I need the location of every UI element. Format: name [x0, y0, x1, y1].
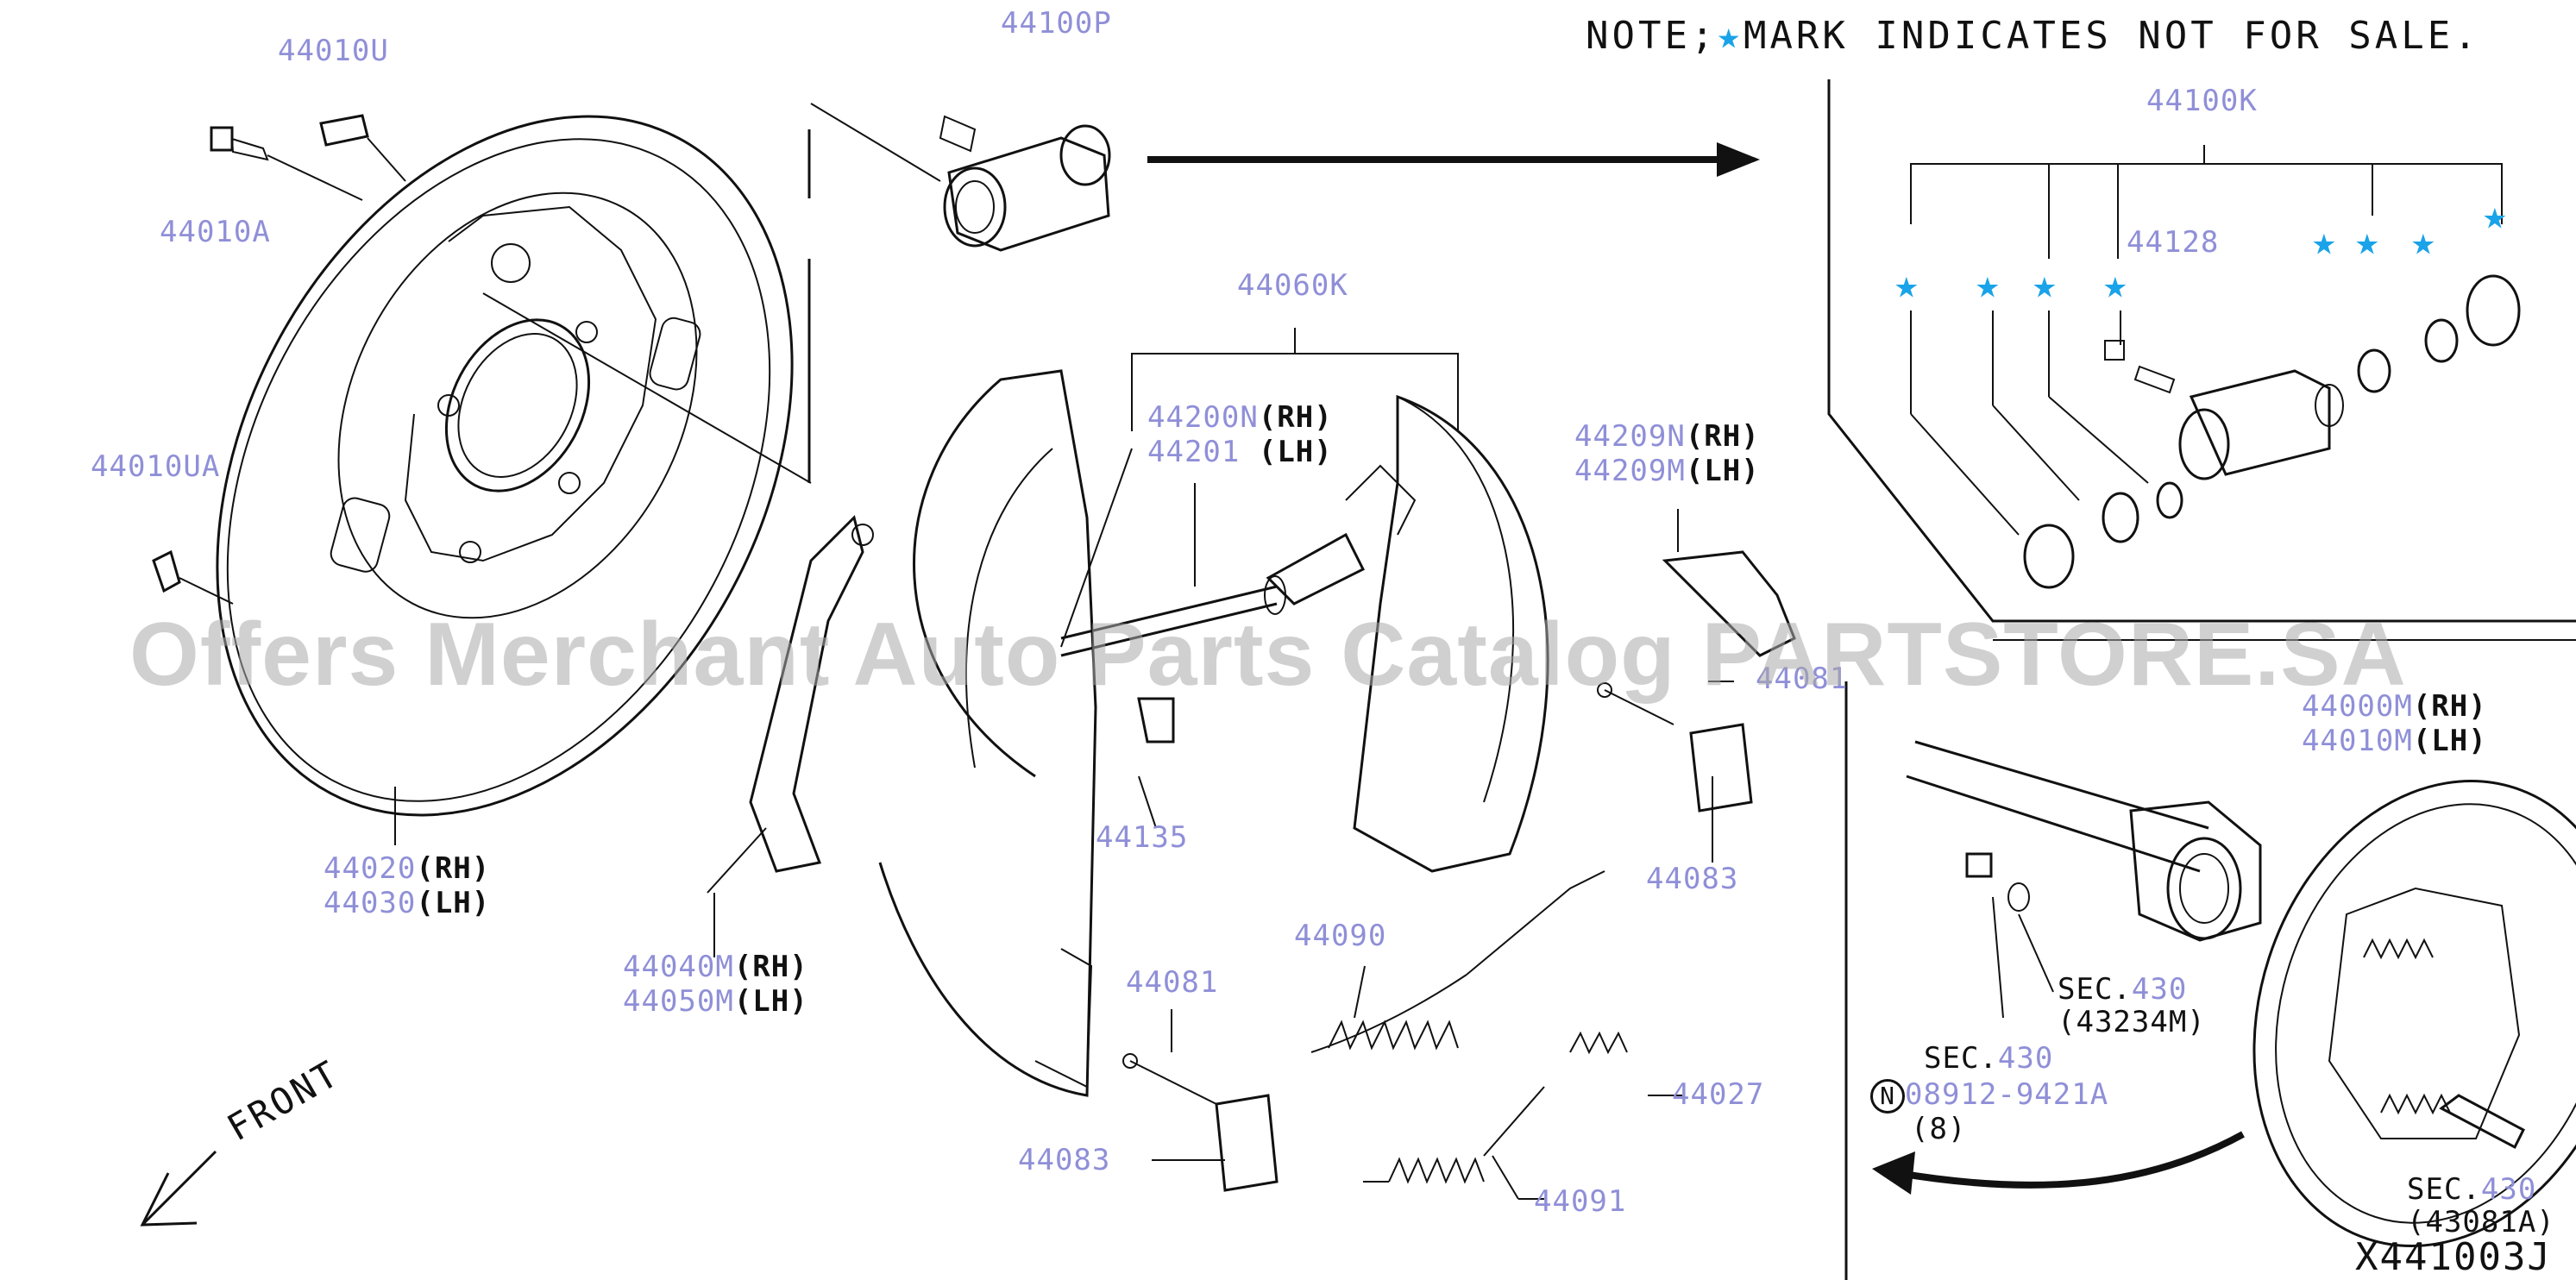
- nut-qty: (8): [1911, 1112, 1967, 1146]
- part-44083-upper-label[interactable]: 44083: [1646, 862, 1739, 896]
- star-icon: ★: [1717, 14, 1744, 58]
- pins-clips-drawing: [1122, 550, 1796, 1192]
- sec-430-nut-link[interactable]: SEC.430: [1924, 1041, 2054, 1076]
- note-prefix: NOTE;: [1586, 14, 1718, 58]
- sec-430-43081a-sub: (43081A): [2407, 1205, 2555, 1239]
- part-44020-label[interactable]: 44020(RH): [324, 851, 491, 886]
- part-44100k-label[interactable]: 44100K: [2146, 84, 2258, 118]
- part-44060k-label[interactable]: 44060K: [1237, 268, 1348, 303]
- axle-assembly-drawing: [1844, 681, 2576, 1280]
- part-44135-label[interactable]: 44135: [1096, 820, 1189, 855]
- star-icon: ★: [2312, 217, 2337, 264]
- star-icon: ★: [2103, 260, 2128, 307]
- wheel-cylinder-drawing: [807, 103, 1760, 483]
- nut-n-icon: N: [1870, 1079, 1905, 1114]
- part-44010ua-label[interactable]: 44010UA: [91, 449, 221, 484]
- sec-430-43234m-sub: (43234M): [2058, 1005, 2206, 1039]
- part-44081-lower-label[interactable]: 44081: [1126, 965, 1219, 1000]
- watermark-text: Offers Merchant Auto Parts Catalog PARTS…: [129, 605, 2407, 705]
- part-44100p-label[interactable]: 44100P: [1001, 6, 1112, 41]
- leader-lines: [394, 509, 1734, 1200]
- star-icon: ★: [2483, 191, 2508, 238]
- part-44201-label[interactable]: 44201 (LH): [1147, 435, 1333, 469]
- star-icon: ★: [2033, 260, 2058, 307]
- sec-430-43234m-link[interactable]: SEC.430: [2058, 972, 2188, 1007]
- sec-430-43081a-link[interactable]: SEC.430: [2407, 1172, 2537, 1207]
- part-44081-upper-label[interactable]: 44081: [1756, 662, 1849, 696]
- front-arrow: [140, 1150, 217, 1227]
- part-44000m-label[interactable]: 44000M(RH): [2302, 689, 2487, 724]
- star-icon: ★: [2355, 217, 2380, 264]
- star-icon: ★: [1894, 260, 1919, 307]
- part-44090-label[interactable]: 44090: [1294, 919, 1387, 953]
- note-header: NOTE;★MARK INDICATES NOT FOR SALE.: [1586, 14, 2480, 58]
- bolt-44010a-drawing: [152, 114, 406, 605]
- diagram-code: X441003J: [2355, 1235, 2552, 1279]
- part-44209m-label[interactable]: 44209M(LH): [1574, 454, 1760, 488]
- brake-shoes-drawing: [878, 369, 1549, 1097]
- backing-plate-drawing: [216, 115, 812, 817]
- part-44027-label[interactable]: 44027: [1672, 1077, 1765, 1112]
- part-44050m-label[interactable]: 44050M(LH): [623, 984, 808, 1019]
- inset-kit-box: [1827, 79, 2576, 641]
- part-44010m-label[interactable]: 44010M(LH): [2302, 724, 2487, 758]
- part-44010a-label[interactable]: 44010A: [160, 215, 271, 249]
- note-text: MARK INDICATES NOT FOR SALE.: [1743, 14, 2480, 58]
- part-44200n-label[interactable]: 44200N(RH): [1147, 400, 1333, 435]
- adjuster-drawing: [1060, 532, 1366, 657]
- springs-drawing: [1310, 870, 1628, 1184]
- part-44083-lower-label[interactable]: 44083: [1018, 1143, 1111, 1177]
- lever-drawing: [749, 515, 874, 873]
- part-44128-label[interactable]: 44128: [2127, 225, 2220, 260]
- bracket-44060k: [1060, 328, 1459, 648]
- part-44010u-label[interactable]: 44010U: [278, 34, 389, 68]
- star-icon: ★: [2411, 217, 2436, 264]
- part-44209n-label[interactable]: 44209N(RH): [1574, 419, 1760, 454]
- star-icon: ★: [1976, 260, 2001, 307]
- part-44030-label[interactable]: 44030(LH): [324, 886, 491, 920]
- part-44040m-label[interactable]: 44040M(RH): [623, 950, 808, 984]
- part-44091-label[interactable]: 44091: [1534, 1184, 1627, 1219]
